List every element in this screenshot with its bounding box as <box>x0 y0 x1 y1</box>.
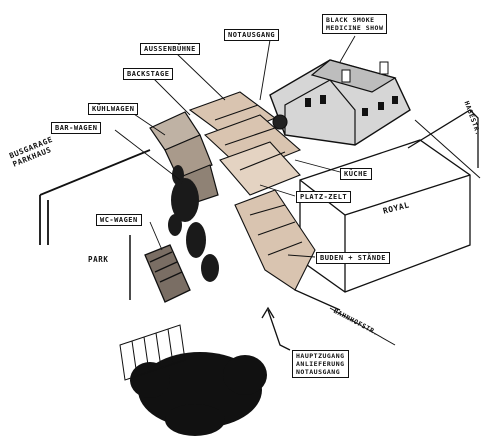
label-notausgang: NOTAUSGANG <box>224 29 280 41</box>
label-black-smoke: BLACK SMOKE MEDICINE SHOW <box>322 14 388 34</box>
label-hauptzugang: HAUPTZUGANG ANLIEFERUNG NOTAUSGANG <box>292 350 349 378</box>
black-smoke-house <box>269 59 411 146</box>
bottom-tree <box>130 352 267 436</box>
label-kuehlwagen: KÜHLWAGEN <box>88 103 139 115</box>
label-wc-wagen: WC-WAGEN <box>96 214 142 226</box>
entrance-arrow <box>261 306 291 351</box>
trees <box>168 165 219 282</box>
label-kueche: KÜCHE <box>340 168 372 180</box>
wc-wagen-shape <box>144 244 191 303</box>
tent-area <box>188 91 316 291</box>
street-line-bahnhofstr <box>329 307 396 346</box>
fence <box>119 324 186 381</box>
text-park: PARK <box>88 255 109 264</box>
busgarage-frame <box>39 149 151 245</box>
label-buden-staende: BUDEN + STÄNDE <box>316 252 391 264</box>
label-backstage: BACKSTAGE <box>123 68 174 80</box>
label-platz-zelt: PLATZ-ZELT <box>296 191 352 203</box>
label-aussenbuehne: AUSSENBÜHNE <box>140 43 200 55</box>
leader-lines <box>114 35 356 258</box>
street-line-hasestr <box>414 119 481 179</box>
label-bar-wagen: BAR-WAGEN <box>51 122 102 134</box>
